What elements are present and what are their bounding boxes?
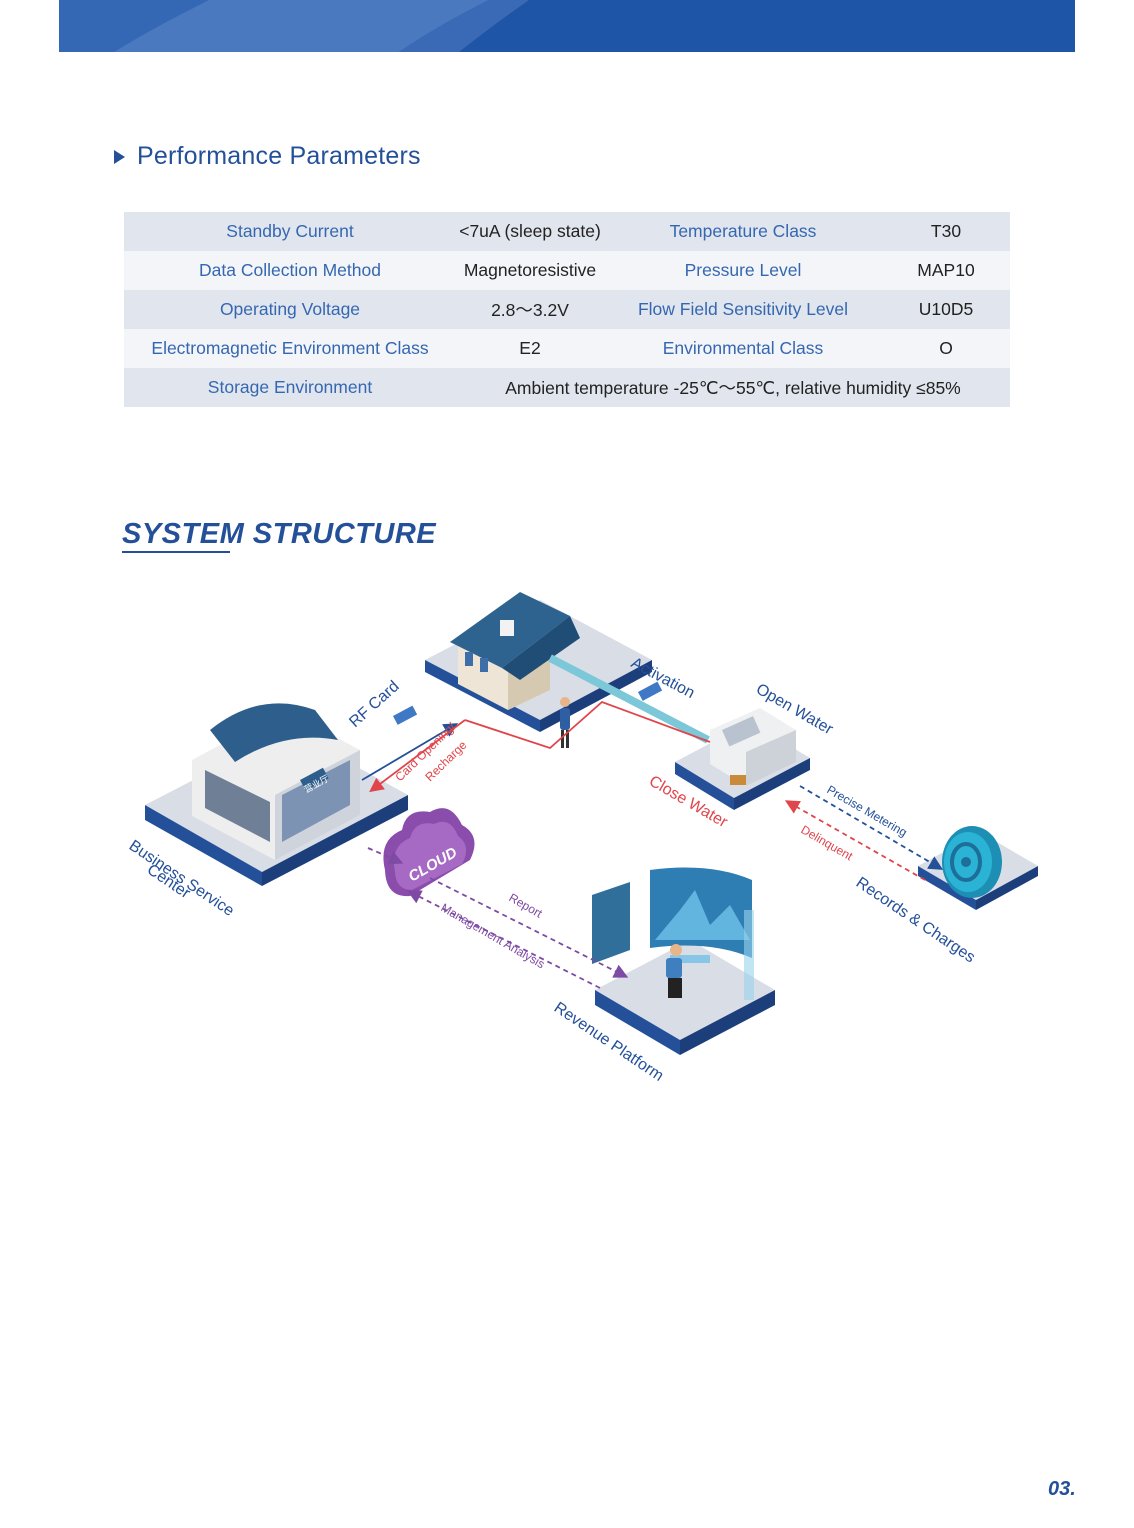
section-title: Performance Parameters xyxy=(137,142,421,170)
rf-card-icon xyxy=(393,705,418,725)
water-meter-icon xyxy=(710,708,796,786)
delinquent-label: Delinquent xyxy=(799,822,856,863)
performance-heading: Performance Parameters xyxy=(114,142,421,171)
title-underline xyxy=(122,551,230,553)
cloud-icon: CLOUD xyxy=(383,808,475,897)
param-label: Storage Environment xyxy=(207,377,373,397)
top-banner xyxy=(59,0,1075,52)
rf-card-arrow xyxy=(361,723,459,781)
page-number: 03. xyxy=(1048,1478,1076,1500)
revenue-screens-icon xyxy=(592,867,754,1000)
param-value: O xyxy=(939,338,953,358)
banner-decoration xyxy=(59,0,529,52)
param-value: <7uA (sleep state) xyxy=(459,221,601,241)
param-value: T30 xyxy=(930,221,962,241)
close-water-line xyxy=(464,700,711,750)
report-label: Report xyxy=(507,890,546,920)
house-icon xyxy=(450,592,580,710)
table-row: Storage Environment Ambient temperature … xyxy=(124,368,1010,407)
business-building-icon: 营业厅 xyxy=(192,703,360,860)
revenue-platform xyxy=(595,940,775,1055)
precise-metering-arrow xyxy=(799,785,944,870)
param-label: Standby Current xyxy=(226,221,354,241)
table-row: Data Collection Method Magnetoresistive … xyxy=(124,251,1010,290)
parameters-table: Standby Current <7uA (sleep state) Tempe… xyxy=(124,212,1010,407)
activation-card-icon xyxy=(637,681,663,701)
person-icon xyxy=(560,697,570,748)
param-value: Magnetoresistive xyxy=(463,260,597,280)
param-value: 2.8～3.2V xyxy=(491,300,569,320)
param-label: Temperature Class xyxy=(669,221,817,241)
param-label: Flow Field Sensitivity Level xyxy=(637,299,849,319)
param-label: Environmental Class xyxy=(662,338,824,358)
param-label: Data Collection Method xyxy=(199,260,381,280)
records-coin-icon xyxy=(942,826,1002,898)
param-label: Pressure Level xyxy=(684,260,802,280)
rf-card-label: RF Card xyxy=(346,678,402,731)
table-row: Electromagnetic Environment Class E2 Env… xyxy=(124,329,1010,368)
system-structure-title: SYSTEM STRUCTURE xyxy=(122,518,437,550)
param-value: E2 xyxy=(519,338,541,358)
water-pipe xyxy=(548,654,710,744)
param-value: MAP10 xyxy=(917,260,975,280)
card-opening-arrow xyxy=(369,719,466,793)
table-row: Operating Voltage 2.8～3.2V Flow Field Se… xyxy=(124,290,1010,329)
param-label: Operating Voltage xyxy=(219,299,361,319)
delinquent-arrow xyxy=(784,800,926,881)
param-value: Ambient temperature -25℃～55℃, relative h… xyxy=(505,378,961,398)
system-diagram: 营业厅 xyxy=(126,592,1038,1085)
param-value: U10D5 xyxy=(918,299,974,319)
table-row: Standby Current <7uA (sleep state) Tempe… xyxy=(124,212,1010,251)
triangle-bullet-icon xyxy=(114,149,125,164)
param-label: Electromagnetic Environment Class xyxy=(151,338,429,358)
report-arrow xyxy=(429,877,629,978)
cloud-business-arrow xyxy=(367,847,404,865)
